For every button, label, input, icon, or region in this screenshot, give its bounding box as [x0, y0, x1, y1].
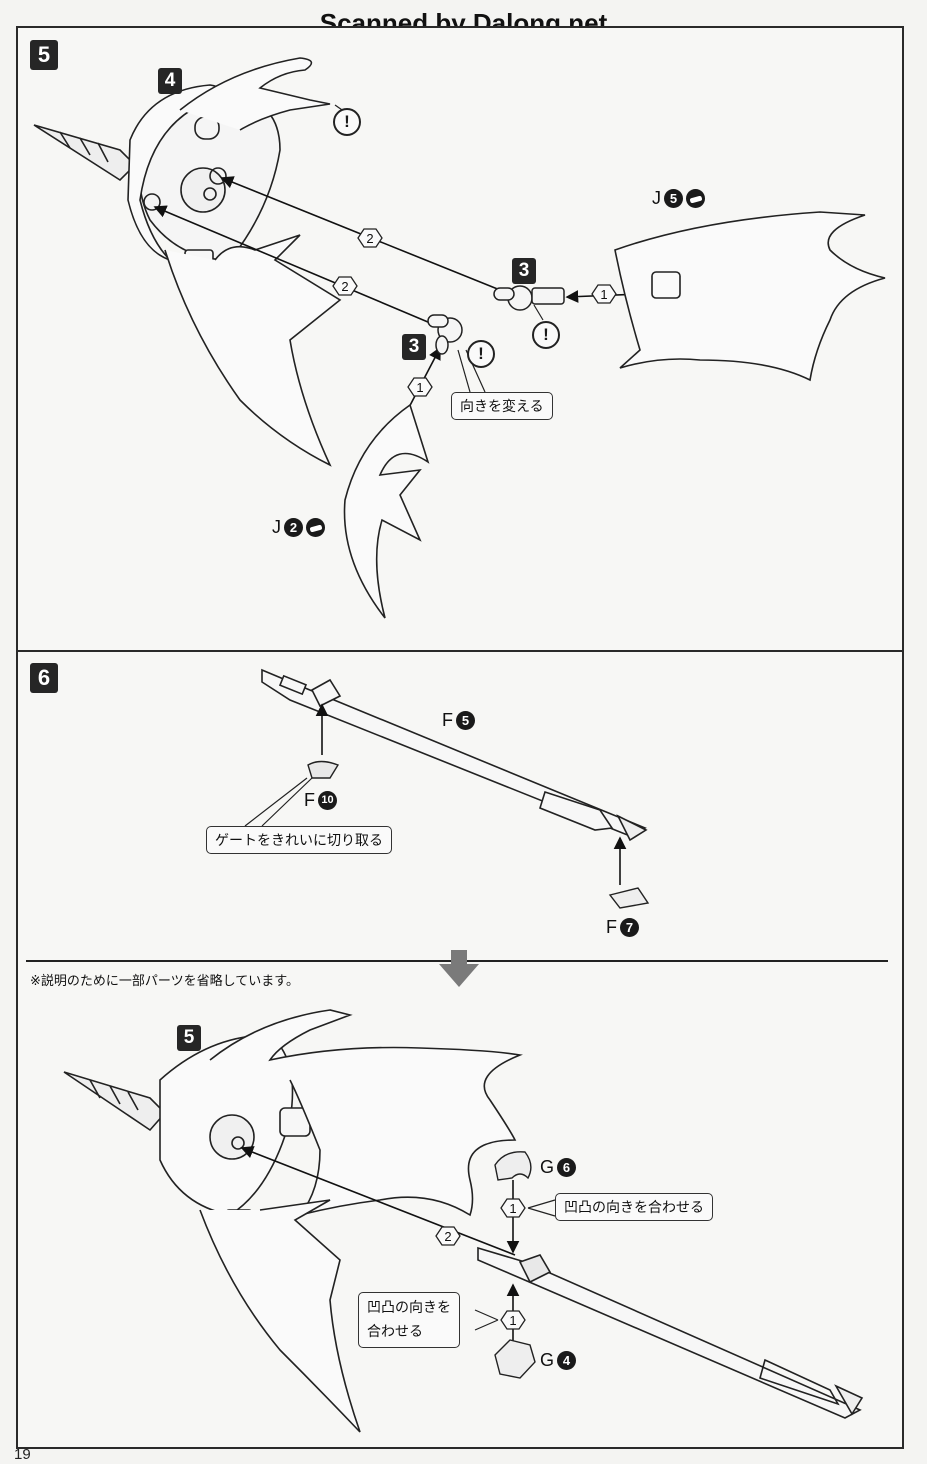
runner-letter: F: [304, 790, 315, 810]
part-number: 7: [620, 918, 639, 937]
runner-letter: G: [540, 1157, 555, 1177]
part-label-j2: J 2: [272, 517, 325, 538]
hex-label: 1: [416, 380, 423, 395]
caution-icon: !: [467, 340, 495, 368]
ball-joint-part: [427, 314, 463, 355]
hand-icon: [686, 189, 705, 208]
part-number: 2: [284, 518, 303, 537]
callout-align-notch-bottom: 凹凸の向きを 合わせる: [358, 1292, 460, 1348]
hex-markers: [332, 228, 617, 1330]
callout-change-direction: 向きを変える: [451, 392, 553, 420]
caution-icon: !: [532, 321, 560, 349]
part-number: 5: [664, 189, 683, 208]
page-number: 19: [14, 1446, 31, 1463]
part-f7-shape: [608, 887, 650, 909]
omission-note: ※説明のために一部パーツを省略しています。: [30, 974, 299, 989]
result-sub-step-5-badge: 5: [177, 1025, 201, 1051]
runner-letter: G: [540, 1350, 555, 1370]
part-number: 10: [318, 791, 337, 810]
part-label-g6: G 6: [540, 1157, 577, 1178]
hex-label: 2: [444, 1229, 451, 1244]
step-6-badge: 6: [30, 663, 58, 693]
wing-part-j2: [343, 403, 430, 619]
wing-part-j5: [614, 211, 886, 382]
part-label-f7: F 7: [606, 917, 639, 938]
part-g6-shape: [494, 1151, 532, 1181]
part-f10-shape: [307, 760, 340, 779]
axe-head-part: [33, 57, 342, 467]
part-number: 6: [557, 1158, 577, 1177]
runner-letter: F: [606, 917, 617, 937]
part-g4-shape: [494, 1339, 536, 1379]
callout-align-notch-top: 凹凸の向きを合わせる: [555, 1193, 713, 1221]
assembled-axe: [63, 1009, 864, 1433]
part-label-f5: F 5: [442, 710, 475, 731]
assembly-arrow: [240, 1146, 516, 1256]
callout-cut-gate-cleanly: ゲートをきれいに切り取る: [206, 826, 392, 854]
hex-label: 1: [509, 1313, 516, 1328]
part-label-g4: G 4: [540, 1350, 577, 1371]
hex-label: 2: [341, 279, 348, 294]
sub-step-3-badge: 3: [512, 258, 536, 284]
step-5-badge: 5: [30, 40, 58, 70]
down-arrow-icon: [439, 950, 479, 987]
part-number: 5: [456, 711, 475, 730]
assembly-arrow: [153, 205, 436, 326]
part-number: 4: [557, 1351, 577, 1370]
hex-label: 1: [600, 287, 607, 302]
callout-line: 凹凸の向きを: [367, 1300, 451, 1316]
hand-icon: [306, 518, 325, 537]
caution-icon: !: [333, 108, 361, 136]
ball-joint-part: [493, 285, 565, 311]
runner-letter: J: [652, 188, 661, 208]
hex-label: 1: [509, 1201, 516, 1216]
runner-letter: J: [272, 517, 281, 537]
hex-label: 2: [366, 231, 373, 246]
runner-letter: F: [442, 710, 453, 730]
part-label-j5: J 5: [652, 188, 705, 209]
sub-step-3-badge: 3: [402, 334, 426, 360]
callout-line: 合わせる: [367, 1324, 423, 1340]
part-label-f10: F 10: [304, 790, 337, 811]
shaft-part-f5: [261, 668, 648, 842]
sub-step-4-badge: 4: [158, 68, 182, 94]
